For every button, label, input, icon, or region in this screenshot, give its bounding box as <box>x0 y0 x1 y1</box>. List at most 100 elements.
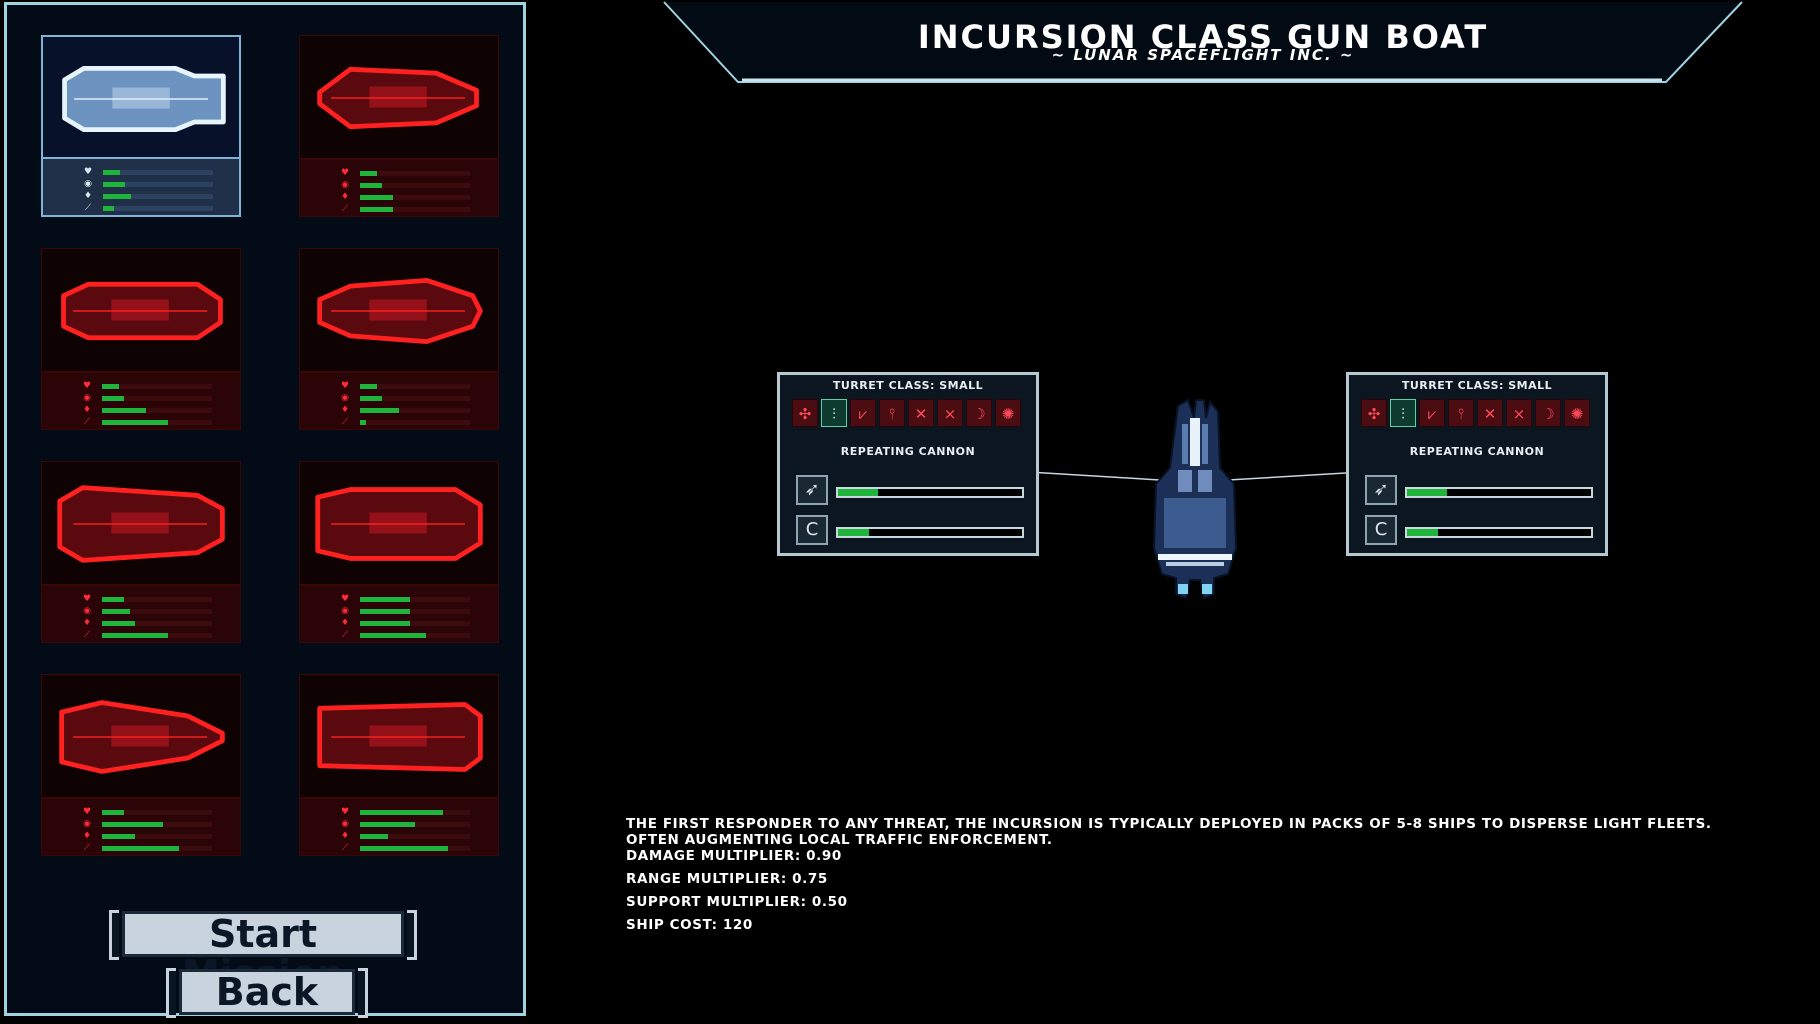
shield-icon: ◉ <box>84 179 92 189</box>
heart-icon: ♥ <box>83 167 93 177</box>
stat-bar <box>102 408 212 413</box>
damage-stat-icon: ➶ <box>1365 475 1397 505</box>
ship-card[interactable]: ♥◉♦⟋ <box>299 674 499 856</box>
weapon-icon: ⟋ <box>341 630 349 640</box>
stat-bar <box>102 822 212 827</box>
stat-row: ♦ <box>82 618 232 629</box>
stat-row: ◉ <box>340 606 490 617</box>
stat-row: ◉ <box>340 393 490 404</box>
weapon-slot-icon[interactable]: ☽ <box>1535 399 1561 427</box>
ship-list-panel: ♥◉♦⟋♥◉♦⟋♥◉♦⟋♥◉♦⟋♥◉♦⟋♥◉♦⟋♥◉♦⟋♥◉♦⟋ Start M… <box>4 2 526 1018</box>
stat-row: ⟋ <box>340 204 490 215</box>
thruster-icon: ♦ <box>82 831 92 841</box>
weapon-icon: ⟋ <box>341 417 349 427</box>
stat-row: ⟋ <box>340 630 490 641</box>
weapon-slot-icon[interactable]: ⫯ <box>1448 399 1474 427</box>
stat-bar <box>102 609 212 614</box>
ship-preview <box>1138 398 1252 608</box>
ship-card[interactable]: ♥◉♦⟋ <box>299 248 499 430</box>
stat-row: ⟋ <box>340 417 490 428</box>
damage-stat-icon: ➶ <box>796 475 828 505</box>
stat-row: ◉ <box>83 179 233 190</box>
thruster-icon: ♦ <box>83 191 93 201</box>
heart-icon: ♥ <box>82 381 92 391</box>
stat-bar <box>360 810 470 815</box>
stat-row: ◉ <box>340 819 490 830</box>
stat-bar <box>360 621 470 626</box>
ship-card[interactable]: ♥◉♦⟋ <box>299 461 499 643</box>
stat-row: ⟋ <box>83 203 233 214</box>
stat-bar <box>360 846 470 851</box>
weapon-slot-icon[interactable]: ✕ <box>908 399 934 427</box>
stat-bar <box>360 207 470 212</box>
weapon-icon: ⟋ <box>84 203 92 213</box>
stat-row: ♥ <box>83 167 233 178</box>
weapon-slot-icon[interactable]: ☽ <box>966 399 992 427</box>
heart-icon: ♥ <box>82 807 92 817</box>
start-mission-button[interactable]: Start Mission <box>109 910 417 994</box>
stat-bar <box>360 396 470 401</box>
ship-cost: SHIP COST: 120 <box>626 917 753 933</box>
heart-icon: ♥ <box>340 807 350 817</box>
weapon-slot-icon[interactable]: ✺ <box>1564 399 1590 427</box>
ship-stats: ♥◉♦⟋ <box>299 372 499 430</box>
stat-bar <box>360 633 470 638</box>
turret-class-label: TURRET CLASS: SMALL <box>1401 379 1553 392</box>
ship-silhouette-icon <box>317 702 483 772</box>
ship-card[interactable]: ♥◉♦⟋ <box>41 674 241 856</box>
stat-bar <box>102 621 212 626</box>
stat-row: ♥ <box>340 381 490 392</box>
ship-silhouette-icon <box>315 487 483 561</box>
weapon-slot-row: ✣⫶⩗⫯✕⨯☽✺ <box>1361 399 1590 427</box>
range-stat-bar <box>1405 527 1593 538</box>
damage-stat-bar <box>1405 487 1593 498</box>
weapon-slot-icon[interactable]: ✺ <box>995 399 1021 427</box>
ship-card[interactable]: ♥◉♦⟋ <box>41 461 241 643</box>
heart-icon: ♥ <box>340 594 350 604</box>
stat-row: ◉ <box>82 393 232 404</box>
stat-bar <box>102 597 212 602</box>
stat-row: ⟋ <box>340 843 490 854</box>
thruster-icon: ♦ <box>82 618 92 628</box>
stat-bar <box>103 170 213 175</box>
weapon-slot-icon[interactable]: ✕ <box>1477 399 1503 427</box>
ship-stats: ♥◉♦⟋ <box>299 585 499 643</box>
ship-stats: ♥◉♦⟋ <box>299 159 499 217</box>
ship-card[interactable]: ♥ ◉ ♦ ⟋ <box>41 35 241 217</box>
stat-row: ♦ <box>340 405 490 416</box>
weapon-slot-icon[interactable]: ⫯ <box>879 399 905 427</box>
weapon-icon: ⟋ <box>341 843 349 853</box>
back-button[interactable]: Back <box>166 968 368 1018</box>
header-frame <box>663 1 1743 83</box>
ship-title: INCURSION CLASS GUN BOAT <box>917 18 1489 56</box>
manufacturer-label: ~ LUNAR SPACEFLIGHT INC. ~ <box>1051 46 1355 64</box>
weapon-name: REPEATING CANNON <box>1409 445 1545 458</box>
weapon-slot-icon[interactable]: ⩗ <box>1419 399 1445 427</box>
shield-icon: ◉ <box>83 393 91 403</box>
weapon-slot-icon[interactable]: ✣ <box>1361 399 1387 427</box>
stat-bar <box>102 396 212 401</box>
weapon-icon: ⟋ <box>83 630 91 640</box>
weapon-slot-icon[interactable]: ⨯ <box>937 399 963 427</box>
ship-card[interactable]: ♥◉♦⟋ <box>41 248 241 430</box>
weapon-slot-icon[interactable]: ✣ <box>792 399 818 427</box>
weapon-slot-icon[interactable]: ⫶ <box>821 399 847 427</box>
range-stat-icon: C <box>1365 515 1397 545</box>
stat-bar <box>360 420 470 425</box>
stat-row: ♥ <box>340 168 490 179</box>
ship-silhouette-icon <box>317 66 479 130</box>
stat-row: ⟋ <box>82 630 232 641</box>
thruster-icon: ♦ <box>340 192 350 202</box>
ship-silhouette-icon <box>61 281 223 341</box>
ship-thumbnail <box>299 248 499 372</box>
stat-bar <box>102 420 212 425</box>
weapon-slot-icon[interactable]: ⩗ <box>850 399 876 427</box>
ship-header: INCURSION CLASS GUN BOAT ~ LUNAR SPACEFL… <box>660 0 1746 86</box>
heart-icon: ♥ <box>82 594 92 604</box>
ship-thumbnail <box>41 674 241 798</box>
weapon-slot-icon[interactable]: ⫶ <box>1390 399 1416 427</box>
stat-row: ♥ <box>82 807 232 818</box>
weapon-slot-icon[interactable]: ⨯ <box>1506 399 1532 427</box>
stat-bar <box>103 206 213 211</box>
ship-card[interactable]: ♥◉♦⟋ <box>299 35 499 217</box>
